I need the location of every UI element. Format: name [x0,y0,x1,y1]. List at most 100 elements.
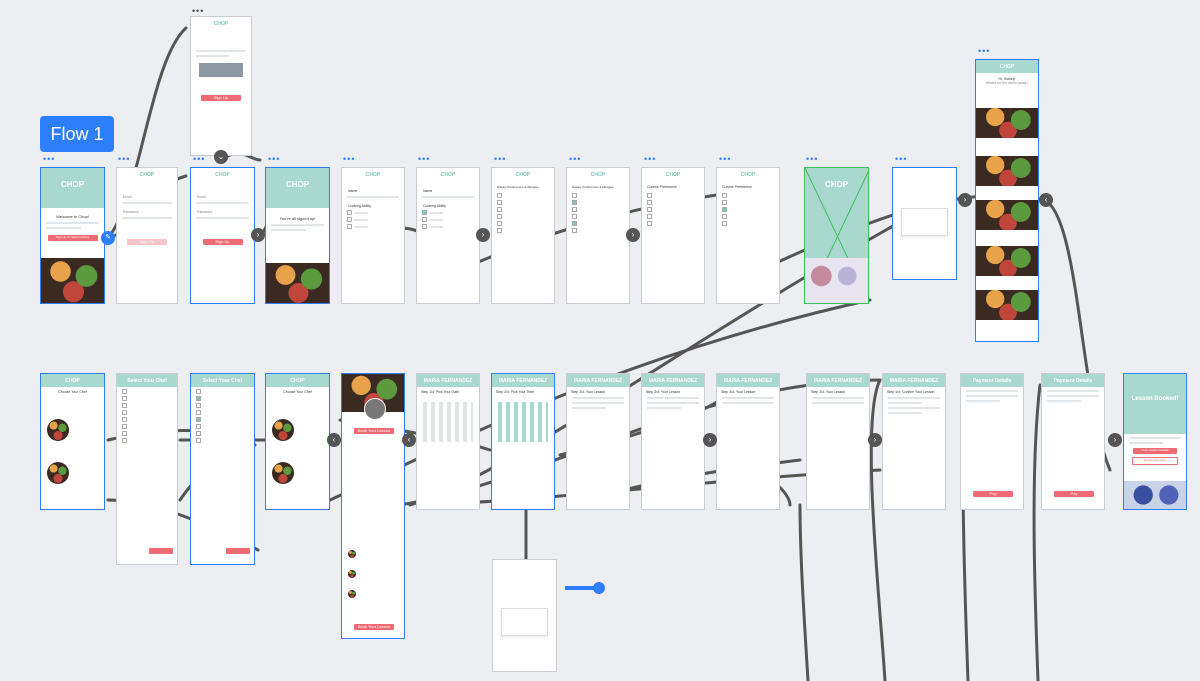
chef-name-header: MARIA FERNANDEZ [883,374,945,387]
ability-title: Cooking Ability [423,204,446,208]
logo: CHOP [515,171,531,178]
name-title: Name [423,189,433,193]
apply-button[interactable] [149,548,173,554]
chef-avatar[interactable] [272,462,294,484]
chef-avatar[interactable] [47,419,69,441]
recipe-image[interactable] [976,290,1038,320]
recipe-image[interactable] [976,156,1038,186]
artboard-home[interactable]: CHOP Hi, Sidney! What's on the menu toda… [975,59,1039,342]
artboard-dietary-filled[interactable]: CHOP Dietary Preferences & Allergies [566,167,630,304]
artboard-menu[interactable]: ••• [192,6,205,16]
welcome-heading: Welcome to Chop! [56,214,89,219]
select-chef-title: Select Your Chef [191,374,254,387]
artboard-step3-notes-filled[interactable]: MARIA FERNANDEZ Step 3/4: Your Lesson [806,373,870,510]
signup-button[interactable]: Sign Up [202,239,243,245]
chevron-right-icon[interactable]: › [626,228,640,242]
pay-button[interactable]: Pay [1054,491,1094,497]
chef-name-header: MARIA FERNANDEZ [492,374,554,387]
chef-name-header: MARIA FERNANDEZ [717,374,779,387]
artboard-choose-chef[interactable]: CHOP Choose Your Chef [40,373,105,510]
artboard-step3-filled[interactable]: MARIA FERNANDEZ Step 3/4: Your Lesson [641,373,705,510]
book-lesson-button[interactable]: Book Your Lesson [354,428,394,434]
cuisine-title: Cuisine Preference [647,185,677,189]
logo: CHOP [215,171,230,178]
signup-button[interactable]: Sign Up [201,95,241,101]
chevron-left-icon[interactable]: ‹ [1039,193,1053,207]
pencil-icon[interactable]: ✎ [101,231,115,245]
password-label: Password [197,210,213,214]
artboard-cuisine[interactable]: CHOP Cuisine Preference [641,167,705,304]
logo: CHOP [139,171,155,178]
cupcake-image [805,258,868,303]
artboard-step4[interactable]: MARIA FERNANDEZ Step 4/4: Confirm Your L… [882,373,946,510]
review-avatar [348,550,356,558]
artboard-payment[interactable]: Payment Details Pay [960,373,1024,510]
artboard-loading[interactable]: CHOP [804,167,869,304]
step3-title: Step 3/4: Your Lesson [571,390,606,394]
artboard-lesson-dialog[interactable] [492,559,557,672]
explore-recipes-button[interactable]: Explore Recipes [1132,457,1178,465]
recipe-image[interactable] [976,200,1038,230]
artboard-name[interactable]: CHOP Name Cooking Ability [341,167,405,304]
book-lesson-button-bottom[interactable]: Book Your Lesson [354,624,394,630]
payment-title: Payment Details [961,374,1023,387]
email-label: Email [197,195,206,199]
review-avatar [348,590,356,598]
chevron-right-icon[interactable]: › [251,228,265,242]
artboard-step1[interactable]: MARIA FERNANDEZ Step 1/4: Pick Your Date [416,373,480,510]
logo: CHOP [824,180,849,189]
chevron-right-icon[interactable]: › [868,433,882,447]
artboard-step3[interactable]: MARIA FERNANDEZ Step 3/4: Your Lesson [566,373,630,510]
pay-button[interactable]: Pay [973,491,1013,497]
chef-avatar[interactable] [47,462,69,484]
artboard-lesson-booked[interactable]: Lesson Booked! View Lesson Details Explo… [1123,373,1187,510]
view-details-button[interactable]: View Lesson Details [1133,448,1177,454]
artboard-dietary[interactable]: CHOP Dietary Preferences & Allergies [491,167,555,304]
cuisine-title: Cuisine Preference [722,185,752,189]
chevron-right-icon[interactable]: › [476,228,490,242]
artboard-step3-notes[interactable]: MARIA FERNANDEZ Step 3/4: Your Lesson [716,373,780,510]
artboard-signed-up[interactable]: CHOP You're all signed up! [265,167,330,304]
logo: CHOP [440,171,456,178]
food-image [41,258,104,303]
logo: CHOP [976,60,1038,73]
recipe-image[interactable] [976,108,1038,138]
artboard-signup-modal[interactable]: CHOP Sign Up [190,16,252,156]
artboard-select-chef-filled[interactable]: Select Your Chef [190,373,255,565]
chevron-down-icon[interactable]: ⌄ [214,150,228,164]
artboard-step2[interactable]: MARIA FERNANDEZ Step 2/4: Pick Your Time [491,373,555,510]
select-chef-title: Select Your Chef [117,374,177,387]
welcome-cta[interactable]: Sign Up To Start Cooking [47,235,98,241]
chef-name-header: MARIA FERNANDEZ [567,374,629,387]
chevron-right-icon[interactable]: › [703,433,717,447]
logo: CHOP [665,171,681,178]
artboard-signup-filled[interactable]: CHOP Email Password Sign Up [190,167,255,304]
artboard-name-filled[interactable]: CHOP Name Cooking Ability [416,167,480,304]
logo: CHOP [41,374,104,387]
artboard-select-chef[interactable]: Select Your Chef [116,373,178,565]
chevron-right-icon[interactable]: › [958,193,972,207]
password-label: Password [123,210,139,214]
signup-button[interactable]: Sign Up [127,239,167,245]
chevron-left-icon[interactable]: ‹ [402,433,416,447]
email-label: Email [123,195,132,199]
artboard-cuisine-filled[interactable]: CHOP Cuisine Preference [716,167,780,304]
signed-up-message: You're all signed up! [279,216,316,221]
chevron-left-icon[interactable]: ‹ [327,433,341,447]
artboard-signup[interactable]: CHOP Email Password Sign Up [116,167,178,304]
artboard-welcome[interactable]: CHOP Welcome to Chop! Sign Up To Start C… [40,167,105,304]
artboard-choose-chef-filtered[interactable]: CHOP Choose Your Chef [265,373,330,510]
apply-button[interactable] [226,548,250,554]
artboard-payment-filled[interactable]: Payment Details Pay [1041,373,1105,510]
name-title: Name [348,189,358,193]
step3-title: Step 3/4: Your Lesson [811,390,846,394]
flow-label[interactable]: Flow 1 [40,116,114,152]
recipe-image[interactable] [976,246,1038,276]
food-image [266,263,329,303]
artboard-chef-profile[interactable]: Book Your Lesson Book Your Lesson [341,373,405,639]
chef-avatar[interactable] [272,419,294,441]
artboard-notification-dialog[interactable] [892,167,957,280]
choose-chef-title: Choose Your Chef [283,390,312,394]
booked-title: Lesson Booked! [1124,374,1186,434]
chevron-right-icon[interactable]: › [1108,433,1122,447]
